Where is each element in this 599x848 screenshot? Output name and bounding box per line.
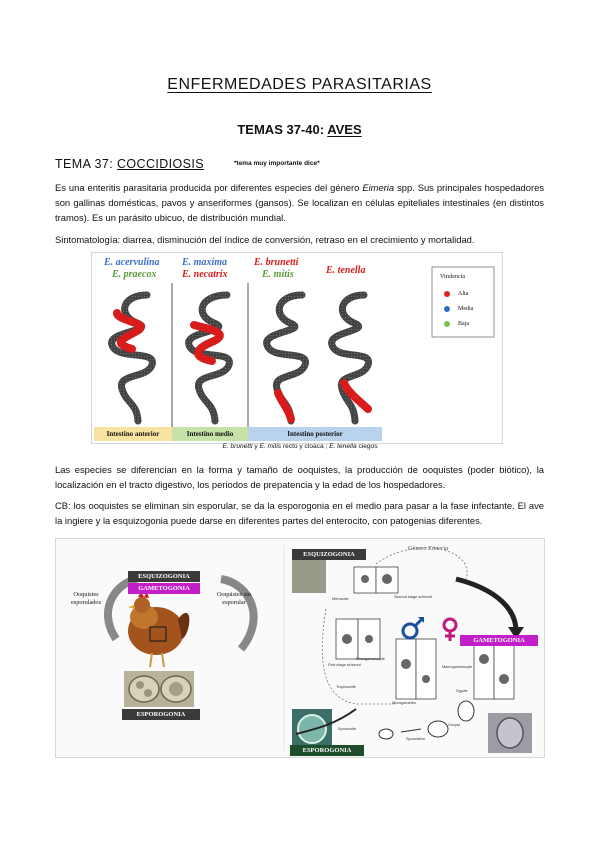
oocyst-drawing	[457, 700, 475, 722]
label-ooquistes-sin-esporular: Ooquistes sin esporular	[216, 591, 252, 606]
female-symbol-icon	[442, 617, 458, 633]
intestine-drawing-4	[328, 291, 372, 425]
eimeria-life-cycle-figure: ESQUIZOGONIA GAMETOGONIA ESPOROGONIA Ooq…	[55, 538, 545, 758]
para1-text-b: spp. Sus principales hospedadores son ga…	[55, 182, 545, 223]
para2-text: : diarrea, disminución del índice de con…	[117, 234, 475, 245]
cycle-arrow	[295, 708, 357, 735]
legend-label: Alta	[458, 291, 469, 297]
label-second-stage-schizont: Second stage schizont	[394, 595, 433, 599]
species-label: E. acervulina	[104, 257, 160, 268]
intestine-drawing-1	[108, 291, 156, 425]
tema-heading: TEMA 37: COCCIDIOSIS	[55, 157, 204, 171]
caption-species: E. mitis	[259, 443, 282, 450]
oocyst-drawing	[427, 720, 449, 738]
subtitle-link: AVES	[327, 122, 362, 137]
tag-esporogonia-right: ESPOROGONIA	[290, 745, 364, 756]
species-label: E. praecox	[112, 269, 157, 280]
legend-label: Media	[458, 306, 474, 312]
subtitle-prefix: TEMAS 37-40:	[237, 122, 328, 137]
life-cycle-diagram	[103, 545, 532, 753]
tema-prefix: TEMA 37:	[55, 157, 117, 171]
legend-title: Virulencia	[440, 274, 465, 280]
genero-label: Género Eimeria	[408, 545, 518, 553]
tema-name: COCCIDIOSIS	[116, 157, 205, 171]
tag-gametogonia: GAMETOGONIA	[128, 583, 200, 594]
label-sporozoite: Sporozoite	[338, 727, 357, 731]
legend-dot-baja	[444, 321, 450, 327]
label-first-stage-schizont: First stage schizont	[328, 663, 361, 667]
caption-text: recto y cloaca ;	[281, 443, 330, 450]
species-label: E. brunetti	[254, 257, 299, 268]
species-label: E. maxima	[182, 257, 228, 268]
band-intestino-posterior: Intestino posterior	[248, 427, 382, 441]
genero-prefix: Género	[408, 545, 429, 552]
tag-gametogonia-right: GAMETOGONIA	[460, 635, 538, 646]
label-sporulation: Sporulation	[406, 737, 426, 741]
label-microgametes: Microgametes	[392, 701, 416, 705]
eimeria-location-figure: E. acervulina E. praecox E. maxima E. ne…	[91, 252, 503, 444]
tag-esquizogonia: ESQUIZOGONIA	[128, 571, 200, 582]
para1-text-a: Es una enteritis parasitaria producida p…	[55, 182, 363, 193]
species-label: E. tenella	[326, 265, 366, 276]
paragraph-sintomatologia: Sintomatología: diarrea, disminución del…	[55, 232, 544, 247]
caption-species: E. brunetti	[222, 443, 253, 450]
virulence-legend-box	[431, 266, 495, 338]
label-oocyst: Oocyst	[448, 723, 460, 727]
genero-name: Eimeria	[428, 545, 449, 552]
paragraph-diferencias: Las especies se diferencian en la forma …	[55, 464, 544, 490]
tag-esporogonia: ESPOROGONIA	[122, 709, 200, 720]
intestine-drawing-2	[185, 291, 233, 425]
cycle-arrow	[220, 575, 258, 652]
species-label: E. necatrix	[182, 269, 228, 280]
intestine-diagram	[108, 266, 495, 428]
caption-text: ciegos	[356, 443, 378, 450]
band-intestino-medio: Intestino medio	[172, 427, 248, 441]
schizont-photo	[292, 559, 326, 593]
caption-species: E. tenella	[329, 443, 357, 450]
section-subtitle: TEMAS 37-40: AVES	[0, 122, 599, 137]
label-trophozoite: Trophozoite	[336, 685, 356, 689]
band-intestino-anterior: Intestino anterior	[94, 427, 172, 441]
tema-note: *tema muy importante dice*	[234, 160, 320, 167]
para2-label: Sintomatología	[55, 234, 118, 245]
male-symbol-icon	[401, 622, 419, 640]
cycle-arrow	[455, 576, 519, 632]
paragraph-intro: Es una enteritis parasitaria producida p…	[55, 180, 544, 225]
para1-genus: Eimeria	[362, 182, 395, 193]
label-zygote: Zygote	[456, 689, 468, 693]
legend-dot-alta	[444, 291, 450, 297]
tag-esquizogonia-right: ESQUIZOGONIA	[292, 549, 366, 560]
label-merozoite: Merozoite	[332, 597, 349, 601]
label-ooquistes-esporulados: Ooquistes esporulados	[70, 591, 102, 606]
label-microgametocyte: Microgametocyte	[356, 657, 385, 661]
figure1-caption: E. brunetti y E. mitis recto y cloaca ; …	[150, 443, 450, 450]
hen-illustration	[128, 592, 190, 668]
caption-text: y	[252, 443, 260, 450]
intestine-drawing-3	[263, 291, 309, 425]
species-label: E. mitis	[262, 269, 294, 280]
label-macrogametocyte: Macrogametocyte	[442, 665, 473, 669]
document-title: ENFERMEDADES PARASITARIAS	[167, 76, 432, 93]
legend-label: Baja	[458, 321, 469, 327]
paragraph-ciclo: CB: los ooquistes se eliminan sin esporu…	[55, 500, 544, 526]
legend-dot-media	[444, 306, 450, 312]
